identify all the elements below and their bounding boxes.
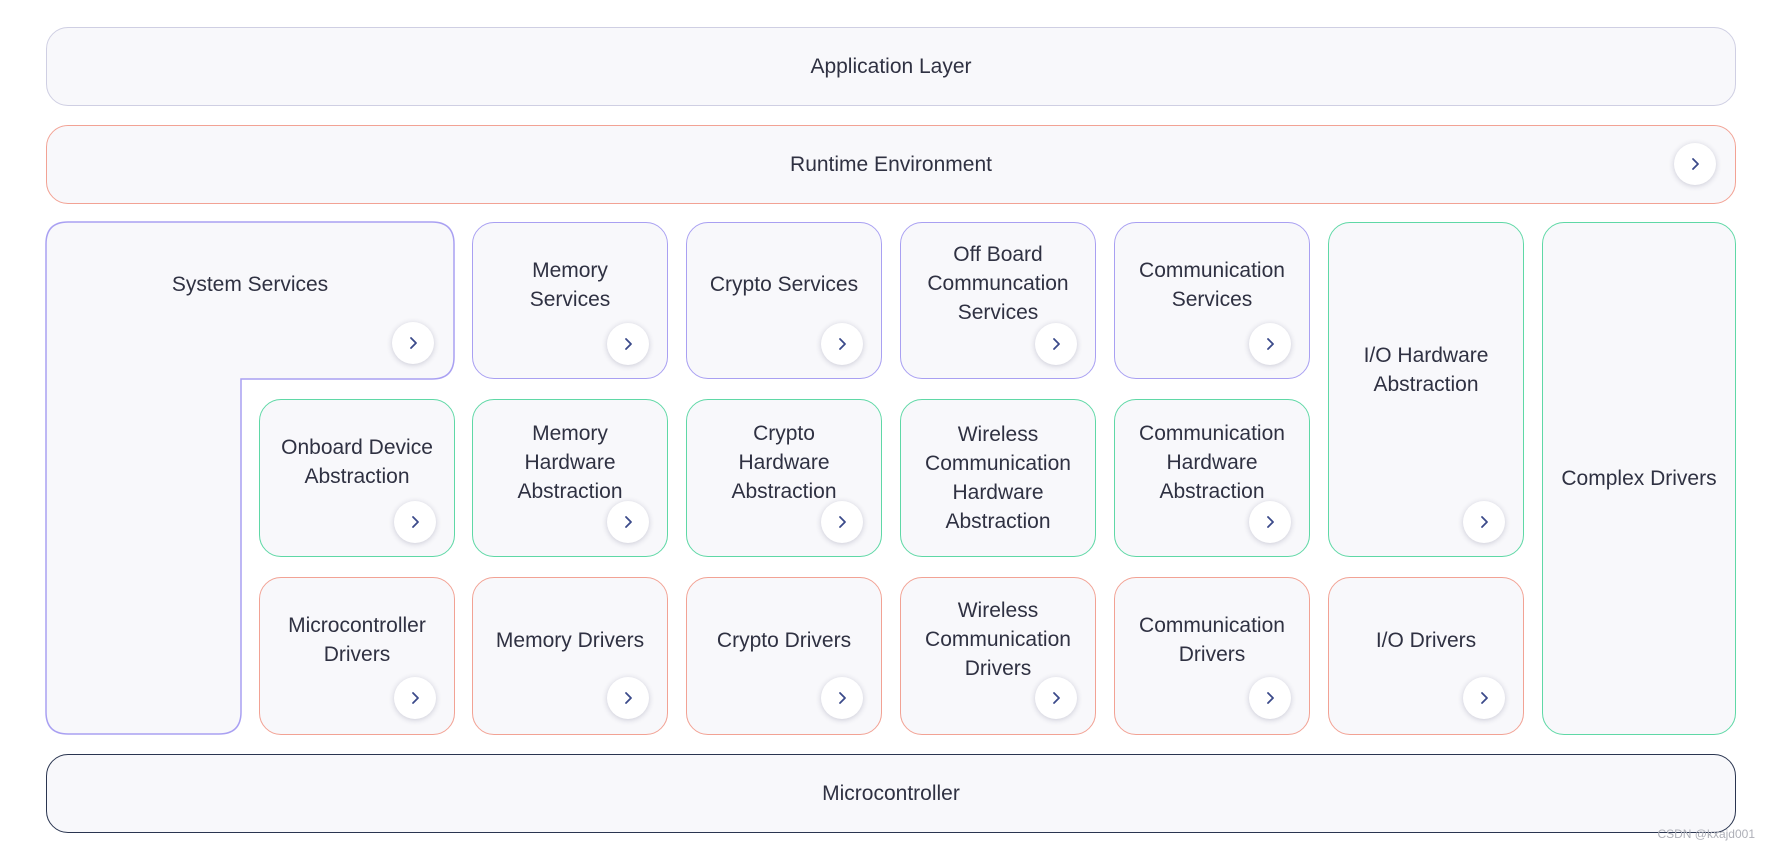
communication-services[interactable]: Communication Services: [1114, 222, 1310, 379]
memory-services-label: Memory Services: [529, 258, 611, 311]
system-services[interactable]: System Services: [46, 222, 454, 379]
system-services-expand-button[interactable]: [392, 322, 434, 364]
complex-drivers[interactable]: Complex Drivers: [1542, 222, 1736, 735]
crypto-hardware-abstraction-label: Crypto Hardware Abstraction: [731, 421, 837, 503]
microcontroller-layer: Microcontroller: [46, 754, 1736, 833]
communication-hardware-abstraction[interactable]: Communication Hardware Abstraction: [1114, 399, 1310, 557]
communication-services-expand-button[interactable]: [1249, 323, 1291, 365]
chevron-right-icon: [412, 692, 419, 704]
memory-drivers-label: Memory Drivers: [495, 628, 645, 652]
chevron-right-icon: [625, 516, 632, 528]
chevron-right-icon: [839, 692, 846, 704]
runtime-environment-label: Runtime Environment: [790, 153, 992, 176]
crypto-hardware-abstraction[interactable]: Crypto Hardware Abstraction: [686, 399, 882, 557]
communication-hardware-abstraction-expand-button[interactable]: [1249, 501, 1291, 543]
memory-services[interactable]: Memory Services: [472, 222, 668, 379]
memory-hardware-abstraction-label: Memory Hardware Abstraction: [517, 421, 623, 503]
offboard-communication-services[interactable]: Off Board Communcation Services: [900, 222, 1096, 379]
system-services-label: System Services: [171, 273, 329, 296]
io-drivers[interactable]: I/O Drivers: [1328, 577, 1524, 735]
chevron-right-icon: [1481, 516, 1488, 528]
offboard-communication-services-label: Off Board Communcation Services: [927, 243, 1069, 324]
chevron-right-icon: [412, 516, 419, 528]
microcontroller-drivers-label: Microcontroller Drivers: [288, 614, 426, 666]
chevron-right-icon: [1053, 692, 1060, 704]
chevron-right-icon: [839, 338, 846, 350]
io-hardware-abstraction-expand-button[interactable]: [1463, 501, 1505, 543]
crypto-drivers-expand-button[interactable]: [821, 677, 863, 719]
complex-drivers-label: Complex Drivers: [1561, 467, 1717, 490]
memory-hardware-abstraction-expand-button[interactable]: [607, 501, 649, 543]
wireless-communication-drivers-expand-button[interactable]: [1035, 677, 1077, 719]
chevron-right-icon: [1053, 338, 1060, 350]
io-drivers-label: I/O Drivers: [1375, 628, 1477, 652]
crypto-services-label: Crypto Services: [709, 273, 859, 296]
memory-hardware-abstraction[interactable]: Memory Hardware Abstraction: [472, 399, 668, 557]
microcontroller-drivers-expand-button[interactable]: [394, 677, 436, 719]
offboard-communication-services-expand-button[interactable]: [1035, 323, 1077, 365]
chevron-right-icon: [625, 338, 632, 350]
wireless-communication-hardware-abstraction[interactable]: Wireless Communication Hardware Abstract…: [900, 399, 1096, 557]
wireless-communication-drivers-label: Wireless Communication Drivers: [925, 598, 1071, 680]
microcontroller-layer-label: Microcontroller: [822, 782, 960, 805]
chevron-right-icon: [1267, 338, 1274, 350]
application-layer-label: Application Layer: [810, 55, 972, 78]
chevron-right-icon: [625, 692, 632, 704]
onboard-device-abstraction-label: Onboard Device Abstraction: [281, 436, 433, 488]
runtime-environment-expand-button[interactable]: [1674, 143, 1716, 185]
crypto-services-expand-button[interactable]: [821, 323, 863, 365]
communication-services-label: Communication Services: [1139, 258, 1285, 311]
memory-drivers[interactable]: Memory Drivers: [472, 577, 668, 735]
chevron-right-icon: [1481, 692, 1488, 704]
memory-drivers-expand-button[interactable]: [607, 677, 649, 719]
crypto-drivers[interactable]: Crypto Drivers: [686, 577, 882, 735]
chevron-right-icon: [1267, 516, 1274, 528]
chevron-right-icon: [839, 516, 846, 528]
communication-hardware-abstraction-label: Communication Hardware Abstraction: [1139, 421, 1285, 503]
io-hardware-abstraction[interactable]: I/O Hardware Abstraction: [1328, 222, 1524, 557]
microcontroller-drivers[interactable]: Microcontroller Drivers: [259, 577, 455, 735]
io-drivers-expand-button[interactable]: [1463, 677, 1505, 719]
communication-drivers-label: Communication Drivers: [1139, 614, 1285, 666]
wireless-communication-drivers[interactable]: Wireless Communication Drivers: [900, 577, 1096, 735]
crypto-services[interactable]: Crypto Services: [686, 222, 882, 379]
io-hardware-abstraction-label: I/O Hardware Abstraction: [1363, 344, 1489, 396]
crypto-hardware-abstraction-expand-button[interactable]: [821, 501, 863, 543]
chevron-right-icon: [410, 337, 417, 349]
crypto-drivers-label: Crypto Drivers: [716, 628, 852, 652]
communication-drivers[interactable]: Communication Drivers: [1114, 577, 1310, 735]
watermark: CSDN @kxajd001: [1657, 827, 1755, 841]
chevron-right-icon: [1692, 158, 1699, 170]
communication-drivers-expand-button[interactable]: [1249, 677, 1291, 719]
onboard-device-abstraction[interactable]: Onboard Device Abstraction: [259, 399, 455, 557]
wireless-communication-hardware-abstraction-label: Wireless Communication Hardware Abstract…: [925, 423, 1071, 533]
application-layer: Application Layer: [46, 27, 1736, 106]
onboard-device-abstraction-expand-button[interactable]: [394, 501, 436, 543]
runtime-environment[interactable]: Runtime Environment: [46, 125, 1736, 204]
memory-services-expand-button[interactable]: [607, 323, 649, 365]
chevron-right-icon: [1267, 692, 1274, 704]
